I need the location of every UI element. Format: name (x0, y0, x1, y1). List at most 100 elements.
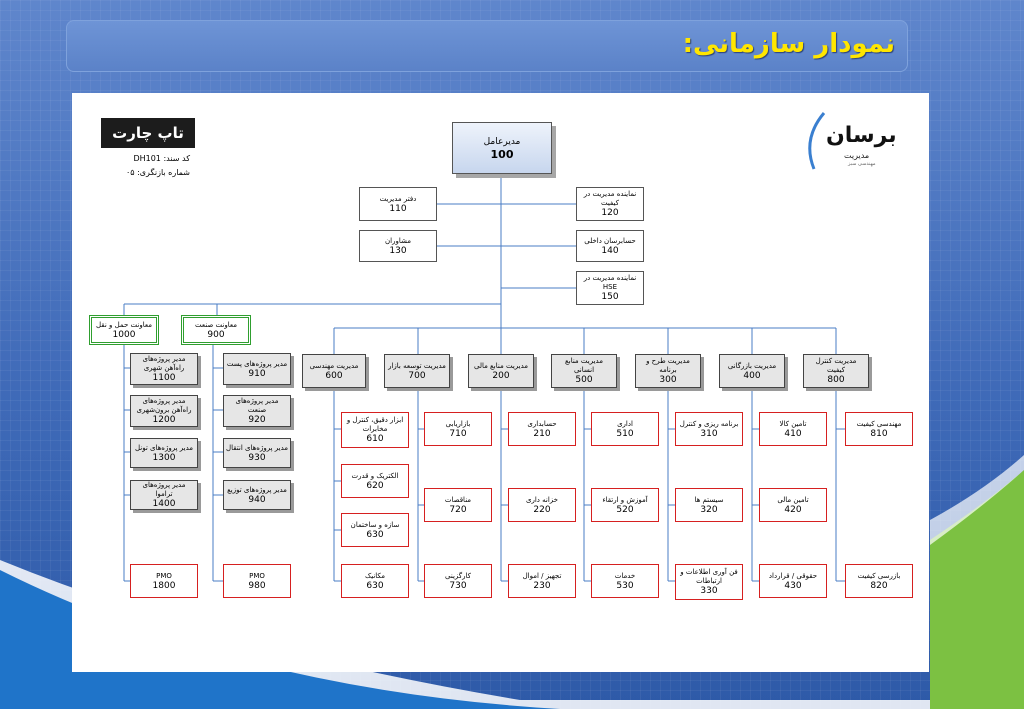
unit-name: مدیر پروژه‌های پست (226, 359, 288, 368)
dept-box-400[interactable]: مدیریت بازرگانی 400 (719, 354, 785, 388)
unit-box-920[interactable]: مدیر پروژه‌های صنعت 920 (223, 395, 291, 427)
support-code: 900 (207, 329, 225, 340)
unit-box-320[interactable]: سیستم ها 320 (675, 488, 743, 522)
unit-name: فن آوری اطلاعات و ارتباطات (680, 568, 738, 585)
title-bar: نمودار سازمانی: (66, 20, 908, 72)
unit-name: مدیر پروژه‌های تراموا (142, 481, 186, 498)
unit-name: مدیر پروژه‌های راه‌آهن برون‌شهری (136, 397, 192, 414)
staff-code: 110 (389, 203, 407, 214)
ceo-code: 100 (490, 147, 514, 161)
dept-box-600[interactable]: مدیریت مهندسی 600 (302, 354, 366, 388)
unit-name: مدیر پروژه‌های انتقال (226, 443, 288, 452)
dept-box-300[interactable]: مدیریت طرح و برنامه 300 (635, 354, 701, 388)
dept-box-800[interactable]: مدیریت کنترل کیفیت 800 (803, 354, 869, 388)
unit-box-520[interactable]: آموزش و ارتقاء 520 (591, 488, 659, 522)
top-chart-label: تاپ چارت (101, 118, 195, 148)
unit-code: 610 (366, 434, 384, 444)
dept-name: مدیریت طرح و برنامه (646, 357, 690, 374)
staff-name: نماینده مدیریت در کیفیت (583, 190, 637, 207)
unit-code: 930 (248, 452, 266, 463)
unit-box-940[interactable]: مدیر پروژه‌های توزیع 940 (223, 480, 291, 510)
unit-box-630-mechanical[interactable]: مکانیک 630 (341, 564, 409, 598)
ceo-box[interactable]: مدیرعامل 100 (452, 122, 552, 174)
unit-name: کارگزینی (445, 571, 471, 580)
unit-code: 980 (248, 580, 266, 591)
unit-name: اداری (617, 419, 633, 428)
unit-box-730[interactable]: کارگزینی 730 (424, 564, 492, 598)
logo-swoosh-icon (808, 112, 826, 170)
dept-code: 400 (743, 370, 761, 381)
doc-code-label: کد سند: (163, 154, 190, 163)
unit-name: PMO (249, 571, 265, 580)
staff-box-130[interactable]: مشاوران 130 (359, 230, 437, 262)
unit-box-420[interactable]: تامین مالی 420 (759, 488, 827, 522)
staff-box-140[interactable]: حسابرسان داخلی 140 (576, 230, 644, 262)
staff-box-110[interactable]: دفتر مدیریت 110 (359, 187, 437, 221)
unit-name: الکتریک و قدرت (351, 471, 399, 480)
unit-box-410[interactable]: تامین کالا 410 (759, 412, 827, 446)
unit-box-1300[interactable]: مدیر پروژه‌های تونل 1300 (130, 438, 198, 468)
unit-box-230[interactable]: تجهیز / اموال 230 (508, 564, 576, 598)
dept-name: مدیریت توسعه بازار (388, 361, 446, 370)
logo-subtitle: مدیریت (844, 151, 870, 160)
dept-name: مدیریت بازرگانی (727, 361, 777, 370)
company-logo: برسان مدیریت مهندسی سبز (800, 111, 900, 171)
unit-box-910[interactable]: مدیر پروژه‌های پست 910 (223, 353, 291, 385)
staff-code: 140 (601, 245, 619, 256)
unit-code: 330 (700, 586, 718, 596)
unit-code: 430 (784, 580, 802, 591)
unit-name: خدمات (614, 571, 636, 580)
support-box-900[interactable]: معاونت صنعت 900 (181, 315, 251, 345)
support-code: 1000 (112, 329, 136, 340)
unit-box-620[interactable]: الکتریک و قدرت 620 (341, 464, 409, 498)
unit-box-310[interactable]: برنامه ریزی و کنترل 310 (675, 412, 743, 446)
unit-box-720[interactable]: مناقصات 720 (424, 488, 492, 522)
org-chart-sheet: تاپ چارت کد سند: DH101 شماره بازنگری: ۰۵… (72, 93, 929, 672)
staff-box-150[interactable]: نماینده مدیریت در HSE 150 (576, 271, 644, 305)
unit-box-610[interactable]: ابزار دقیق، کنترل و مخابرات 610 (341, 412, 409, 448)
unit-code: 520 (616, 504, 634, 515)
unit-box-930[interactable]: مدیر پروژه‌های انتقال 930 (223, 438, 291, 468)
unit-box-1100[interactable]: مدیر پروژه‌های راه‌آهن شهری 1100 (130, 353, 198, 385)
unit-box-710[interactable]: بازاریابی 710 (424, 412, 492, 446)
unit-name: سیستم ها (694, 495, 724, 504)
unit-name: مناقصات (444, 495, 472, 504)
support-box-1000[interactable]: معاونت حمل و نقل 1000 (89, 315, 159, 345)
unit-name: تجهیز / اموال (522, 571, 562, 580)
unit-name: تامین کالا (779, 419, 807, 428)
staff-name: مشاوران (385, 236, 411, 245)
unit-box-210[interactable]: حسابداری 210 (508, 412, 576, 446)
unit-box-330[interactable]: فن آوری اطلاعات و ارتباطات 330 (675, 564, 743, 600)
dept-box-200[interactable]: مدیریت منابع مالی 200 (468, 354, 534, 388)
unit-box-980[interactable]: PMO 980 (223, 564, 291, 598)
unit-box-510[interactable]: اداری 510 (591, 412, 659, 446)
revision-number: شماره بازنگری: ۰۵ (125, 168, 190, 177)
slide-title: نمودار سازمانی: (682, 29, 895, 59)
unit-code: 620 (366, 480, 384, 491)
unit-code: 1200 (152, 415, 176, 425)
unit-code: 420 (784, 504, 802, 515)
staff-box-120[interactable]: نماینده مدیریت در کیفیت 120 (576, 187, 644, 221)
connector-lines (123, 174, 845, 582)
unit-name: PMO (156, 571, 172, 580)
unit-box-220[interactable]: خزانه داری 220 (508, 488, 576, 522)
doc-code-row: کد سند: DH101 (106, 154, 190, 163)
staff-code: 120 (601, 208, 619, 218)
dept-box-700[interactable]: مدیریت توسعه بازار 700 (384, 354, 450, 388)
unit-box-630-structure[interactable]: سازه و ساختمان 630 (341, 513, 409, 547)
unit-box-1800[interactable]: PMO 1800 (130, 564, 198, 598)
staff-code: 150 (601, 292, 619, 302)
unit-box-530[interactable]: خدمات 530 (591, 564, 659, 598)
unit-code: 530 (616, 580, 634, 591)
unit-box-820[interactable]: بازرسی کیفیت 820 (845, 564, 913, 598)
unit-name: حسابداری (527, 419, 557, 428)
unit-name: مدیر پروژه‌های توزیع (227, 485, 287, 494)
logo-text: برسان (826, 123, 897, 148)
unit-box-810[interactable]: مهندسی کیفیت 810 (845, 412, 913, 446)
unit-box-1400[interactable]: مدیر پروژه‌های تراموا 1400 (130, 480, 198, 510)
unit-box-430[interactable]: حقوقی / قرارداد 430 (759, 564, 827, 598)
dept-box-500[interactable]: مدیریت منابع انسانی 500 (551, 354, 617, 388)
dept-code: 200 (492, 370, 510, 381)
unit-box-1200[interactable]: مدیر پروژه‌های راه‌آهن برون‌شهری 1200 (130, 395, 198, 427)
unit-code: 820 (870, 580, 888, 591)
